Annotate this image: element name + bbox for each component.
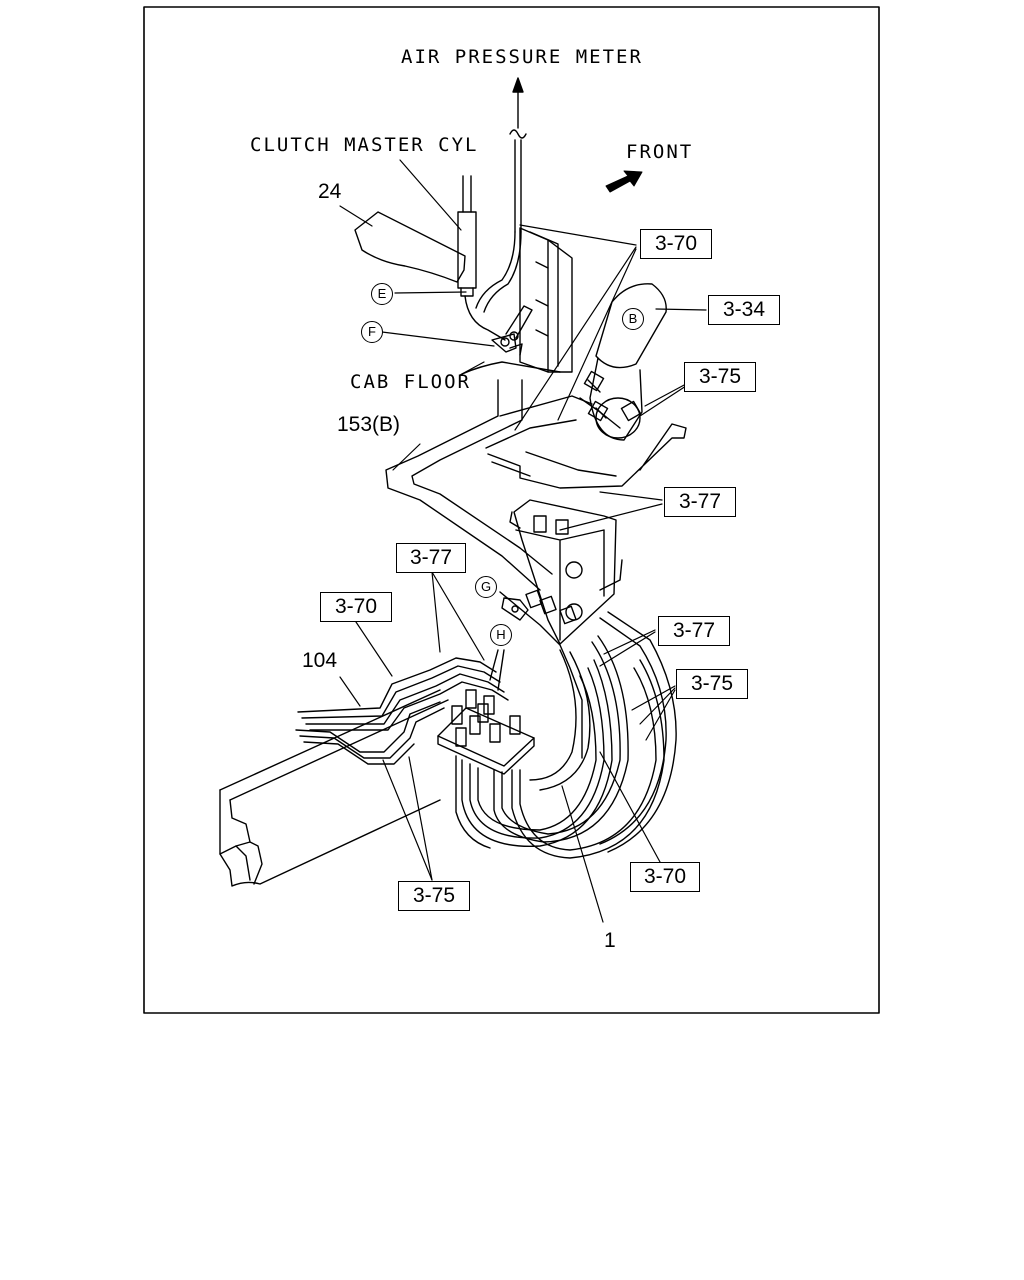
ref-box-3-70-top: 3-70 (640, 229, 712, 259)
ref-box-3-70-left: 3-70 (320, 592, 392, 622)
pipe-153b (385, 379, 553, 591)
cab-bracket (491, 227, 573, 373)
ref-box-3-77-upper: 3-77 (664, 487, 736, 517)
air-pressure-meter-pipe (475, 77, 527, 313)
air-pressure-meter-label: AIR PRESSURE METER (401, 46, 643, 68)
part-number-104: 104 (302, 649, 338, 672)
clutch-master-cyl-label: CLUTCH MASTER CYL (250, 134, 479, 156)
ref-box-3-75-upper: 3-75 (684, 362, 756, 392)
ref-box-3-75-right: 3-75 (676, 669, 748, 699)
pipes-upper-bracket (485, 395, 687, 489)
circled-ref-e: E (371, 283, 393, 305)
diagram-frame (143, 6, 880, 1014)
pipe-g-h (499, 591, 583, 759)
ref-box-3-77-right: 3-77 (658, 616, 730, 646)
part-number-24: 24 (318, 180, 342, 203)
ref-box-3-70-bottom: 3-70 (630, 862, 700, 892)
front-label: FRONT (626, 141, 694, 163)
ref-box-3-77-left: 3-77 (396, 543, 466, 573)
lever-24 (354, 211, 466, 283)
lower-u-pipes (455, 611, 677, 859)
valve-bracket (501, 499, 623, 645)
front-arrow (605, 170, 643, 193)
clutch-master-cylinder (457, 175, 506, 341)
cab-floor-line (461, 361, 561, 375)
fittings (451, 689, 521, 747)
frame-rail (219, 689, 449, 887)
ref-box-3-75-bottom: 3-75 (398, 881, 470, 911)
circled-ref-g: G (475, 576, 497, 598)
part-number-153b: 153(B) (337, 413, 401, 436)
pipes-104 (295, 657, 509, 765)
ref-box-3-34: 3-34 (708, 295, 780, 325)
part-number-1: 1 (604, 929, 616, 952)
air-dryer-3-34 (579, 283, 667, 441)
junction-block (437, 649, 535, 775)
cab-floor-label: CAB FLOOR (350, 371, 471, 393)
circled-ref-f: F (361, 321, 383, 343)
circled-ref-b: B (622, 308, 644, 330)
circled-ref-h: H (490, 624, 512, 646)
